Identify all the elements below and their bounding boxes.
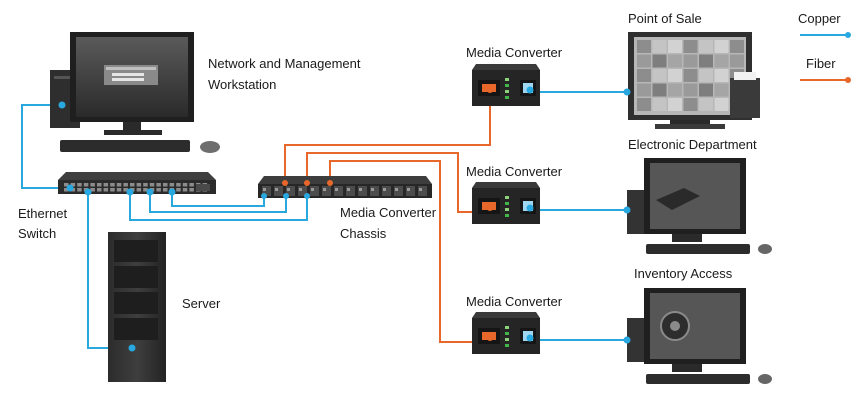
switch-port	[143, 188, 148, 192]
chassis-slot	[322, 186, 331, 196]
chassis-label-line1: Media Converter	[340, 205, 437, 220]
switch-port	[97, 183, 102, 187]
media-converter-label-2: Media Converter	[466, 164, 563, 179]
switch-port	[77, 183, 82, 187]
switch-port	[97, 188, 102, 192]
switch-port-dot	[66, 184, 74, 192]
switch-label-line2: Switch	[18, 226, 57, 241]
switch-port	[149, 183, 155, 187]
media-converter-devices	[472, 64, 540, 354]
switch-port	[136, 183, 142, 187]
switch-port	[103, 188, 109, 192]
chassis-label-line2: Chassis	[340, 226, 387, 241]
electronic-dept-label: Electronic Department	[628, 137, 757, 152]
workstation-label-line1: Network and Management	[208, 56, 361, 71]
chassis-slot	[394, 186, 403, 196]
workstation-computer	[50, 32, 220, 153]
switch-port	[64, 188, 69, 192]
copper-cables	[21, 91, 627, 349]
fiber-cables	[284, 95, 491, 343]
electronic-keyboard	[646, 244, 750, 254]
electronic-dept-computer	[623, 158, 772, 254]
switch-port	[83, 183, 89, 187]
switch-port	[169, 183, 175, 187]
switch-label-line1: Ethernet	[18, 206, 68, 221]
pos-terminal	[623, 32, 760, 129]
switch-port	[156, 183, 161, 187]
chassis-slot	[286, 186, 295, 196]
legend-copper-label: Copper	[798, 11, 841, 26]
media-converter-device	[472, 64, 540, 106]
media-converter-label-3: Media Converter	[466, 294, 563, 309]
media-converter-label-1: Media Converter	[466, 45, 563, 60]
legend-fiber-label: Fiber	[806, 56, 836, 71]
switch-port	[110, 183, 115, 187]
pos-label: Point of Sale	[628, 11, 702, 26]
switch-port	[130, 183, 135, 187]
fiber-chassis-mc3	[329, 160, 478, 343]
fiber-chassis-mc2	[306, 152, 478, 213]
switch-port	[182, 188, 188, 192]
switch-port	[110, 188, 115, 192]
ethernet-switch-device	[58, 172, 216, 196]
chassis-device	[258, 176, 432, 199]
server-tower	[108, 232, 166, 382]
receipt-printer	[730, 78, 760, 118]
switch-port	[176, 188, 181, 192]
server-label: Server	[182, 296, 221, 311]
switch-port	[116, 183, 122, 187]
inventory-keyboard	[646, 374, 750, 384]
switch-port	[156, 188, 161, 192]
switch-port	[103, 183, 109, 187]
switch-port	[143, 183, 148, 187]
chassis-slot	[298, 186, 307, 196]
workstation-label-line2: Workstation	[208, 77, 277, 92]
server-port-dot	[128, 344, 136, 352]
switch-port	[163, 183, 168, 187]
copper-switch-chassis-2	[149, 192, 287, 213]
inventory-computer	[623, 288, 772, 384]
legend	[800, 32, 851, 83]
switch-port	[189, 183, 194, 187]
chassis-slot	[274, 186, 283, 196]
fiber-chassis-mc1	[284, 95, 491, 183]
switch-port	[189, 188, 194, 192]
switch-port	[116, 188, 122, 192]
chassis-slot	[406, 186, 415, 196]
switch-port	[90, 188, 95, 192]
workstation-keyboard	[60, 140, 190, 152]
switch-port	[123, 183, 128, 187]
chassis-slot	[262, 186, 271, 196]
copper-workstation-switch	[21, 104, 70, 189]
switch-port	[123, 188, 128, 192]
media-converter-device	[472, 312, 540, 354]
copper-switch-chassis-1	[129, 192, 308, 221]
workstation-mouse	[200, 141, 220, 153]
chassis-slot	[358, 186, 367, 196]
switch-port	[77, 188, 82, 192]
switch-port	[176, 183, 181, 187]
switch-port	[64, 183, 69, 187]
chassis-slot	[370, 186, 379, 196]
chassis-slot	[382, 186, 391, 196]
switch-port	[90, 183, 95, 187]
switch-port	[136, 188, 142, 192]
chassis-slot	[334, 186, 343, 196]
chassis-slot	[310, 186, 319, 196]
chassis-slot	[418, 186, 427, 196]
switch-port	[163, 188, 168, 192]
media-converter-device	[472, 182, 540, 224]
switch-port	[182, 183, 188, 187]
switch-port	[70, 183, 76, 187]
inventory-label: Inventory Access	[634, 266, 733, 281]
workstation-port-dot	[58, 101, 66, 109]
copper-switch-chassis-3	[171, 192, 265, 207]
chassis-slot	[346, 186, 355, 196]
